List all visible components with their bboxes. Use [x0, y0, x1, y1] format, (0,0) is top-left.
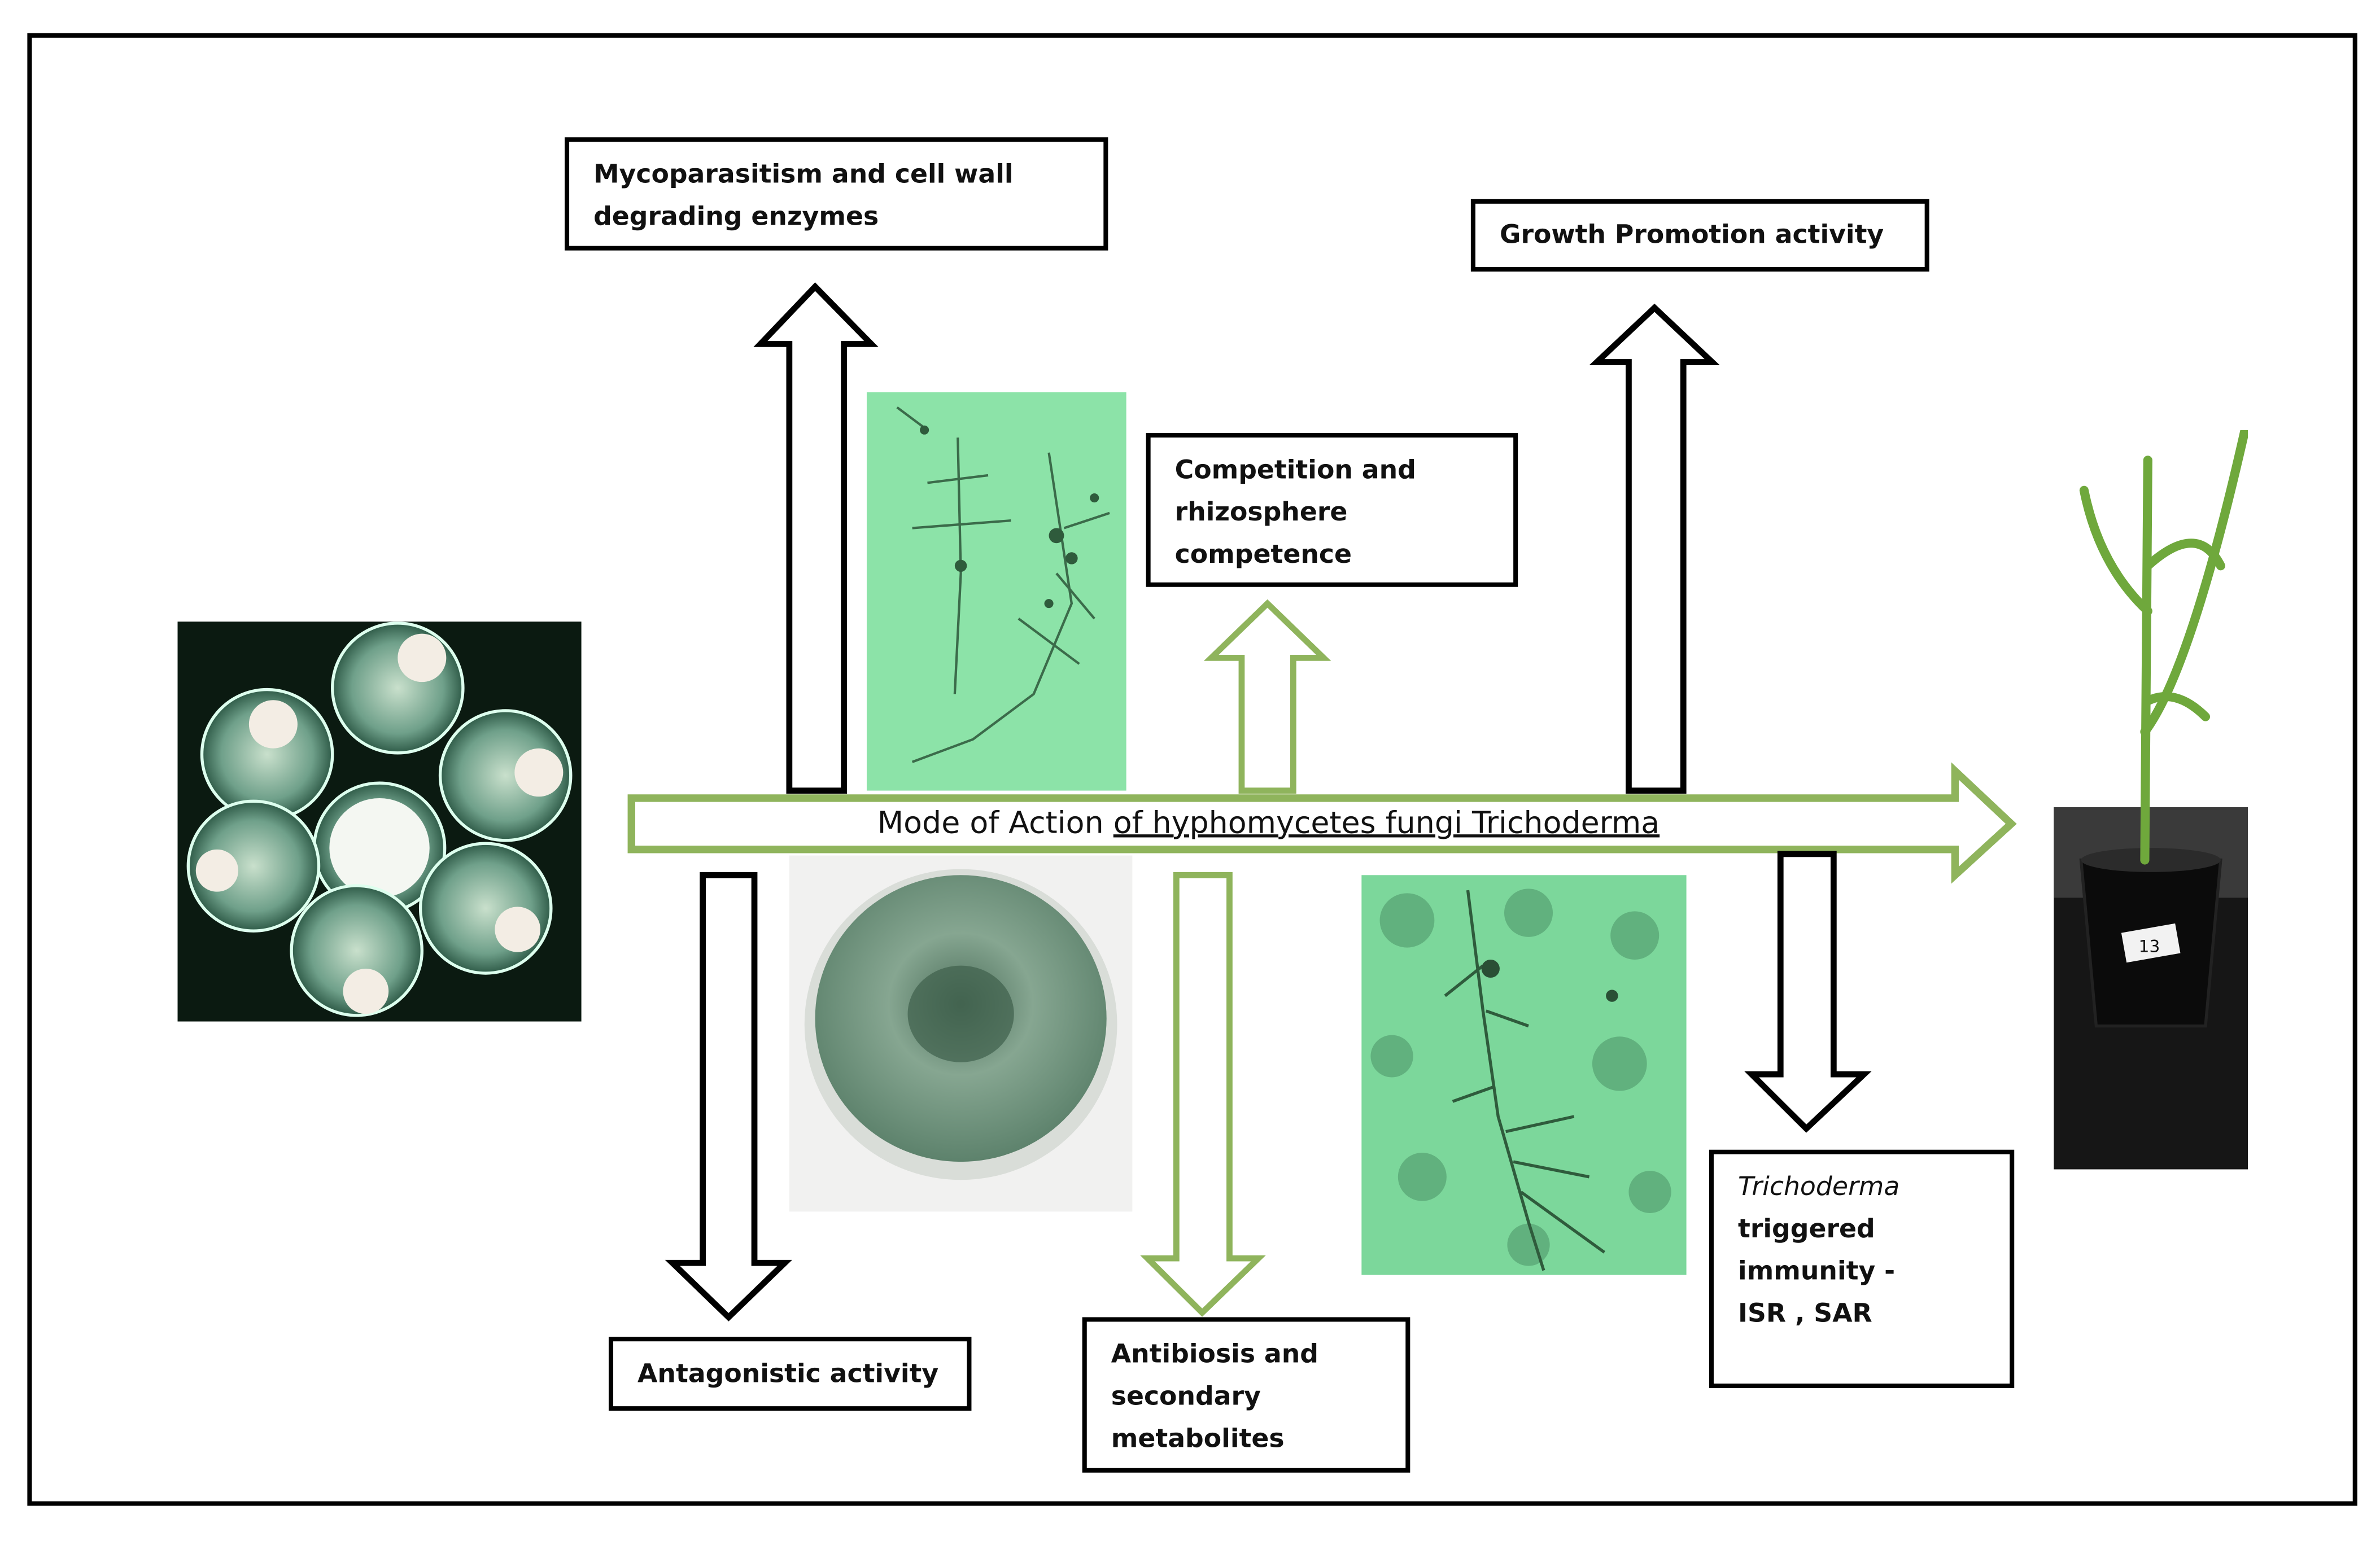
mycoparasitism-line1: Mycoparasitism and cell wall [593, 160, 1014, 190]
antagonistic-box: Antagonistic activity [608, 1337, 972, 1411]
arrow-to-competition [1203, 599, 1331, 794]
trichoderma-culture-plate-photo [789, 855, 1133, 1212]
dual-culture-plates-photo [177, 621, 582, 1022]
competition-line2: rhizosphere [1174, 498, 1348, 528]
arrow-to-mycoparasitism [753, 282, 879, 794]
arrow-to-antagonistic [665, 872, 793, 1321]
immunity-box: Trichoderma triggered immunity - ISR , S… [1709, 1149, 2015, 1389]
title-prefix: Mode of Action [877, 804, 1113, 841]
competition-box: Competition and rhizosphere competence [1146, 433, 1518, 587]
antagonistic-line1: Antagonistic activity [637, 1359, 939, 1390]
immunity-line4: ISR , SAR [1737, 1299, 1872, 1329]
conidiophore-micrograph-photo [1361, 875, 1687, 1275]
mycoparasitism-box: Mycoparasitism and cell wall degrading e… [565, 137, 1108, 251]
arrow-to-immunity [1744, 851, 1872, 1133]
diagram-title: Mode of Action of hyphomycetes fungi Tri… [877, 803, 1660, 842]
immunity-line1: Trichoderma [1737, 1172, 1900, 1203]
main-action-arrow [627, 762, 2017, 884]
antibiosis-box: Antibiosis and secondary metabolites [1082, 1317, 1410, 1473]
arrow-to-antibiosis [1140, 872, 1266, 1317]
growth-promotion-box: Growth Promotion activity [1470, 199, 1929, 272]
title-underlined: of hyphomycetes fungi Trichoderma [1113, 804, 1660, 841]
antibiosis-line2: secondary [1111, 1382, 1261, 1412]
competition-line1: Competition and [1174, 456, 1416, 486]
pot-label: 13 [2139, 937, 2160, 956]
arrow-to-growth [1589, 303, 1720, 794]
growth-line1: Growth Promotion activity [1499, 220, 1884, 251]
immunity-line3: immunity - [1737, 1257, 1896, 1287]
hyphae-micrograph-photo [866, 392, 1126, 791]
mycoparasitism-line2: degrading enzymes [593, 202, 879, 233]
outer-frame [27, 33, 2357, 1506]
maize-plant-photo: 13 [2054, 430, 2248, 1170]
antibiosis-line1: Antibiosis and [1111, 1340, 1319, 1370]
antibiosis-line3: metabolites [1111, 1424, 1285, 1455]
immunity-line2: triggered [1737, 1214, 1875, 1245]
competition-line3: competence [1174, 540, 1352, 571]
